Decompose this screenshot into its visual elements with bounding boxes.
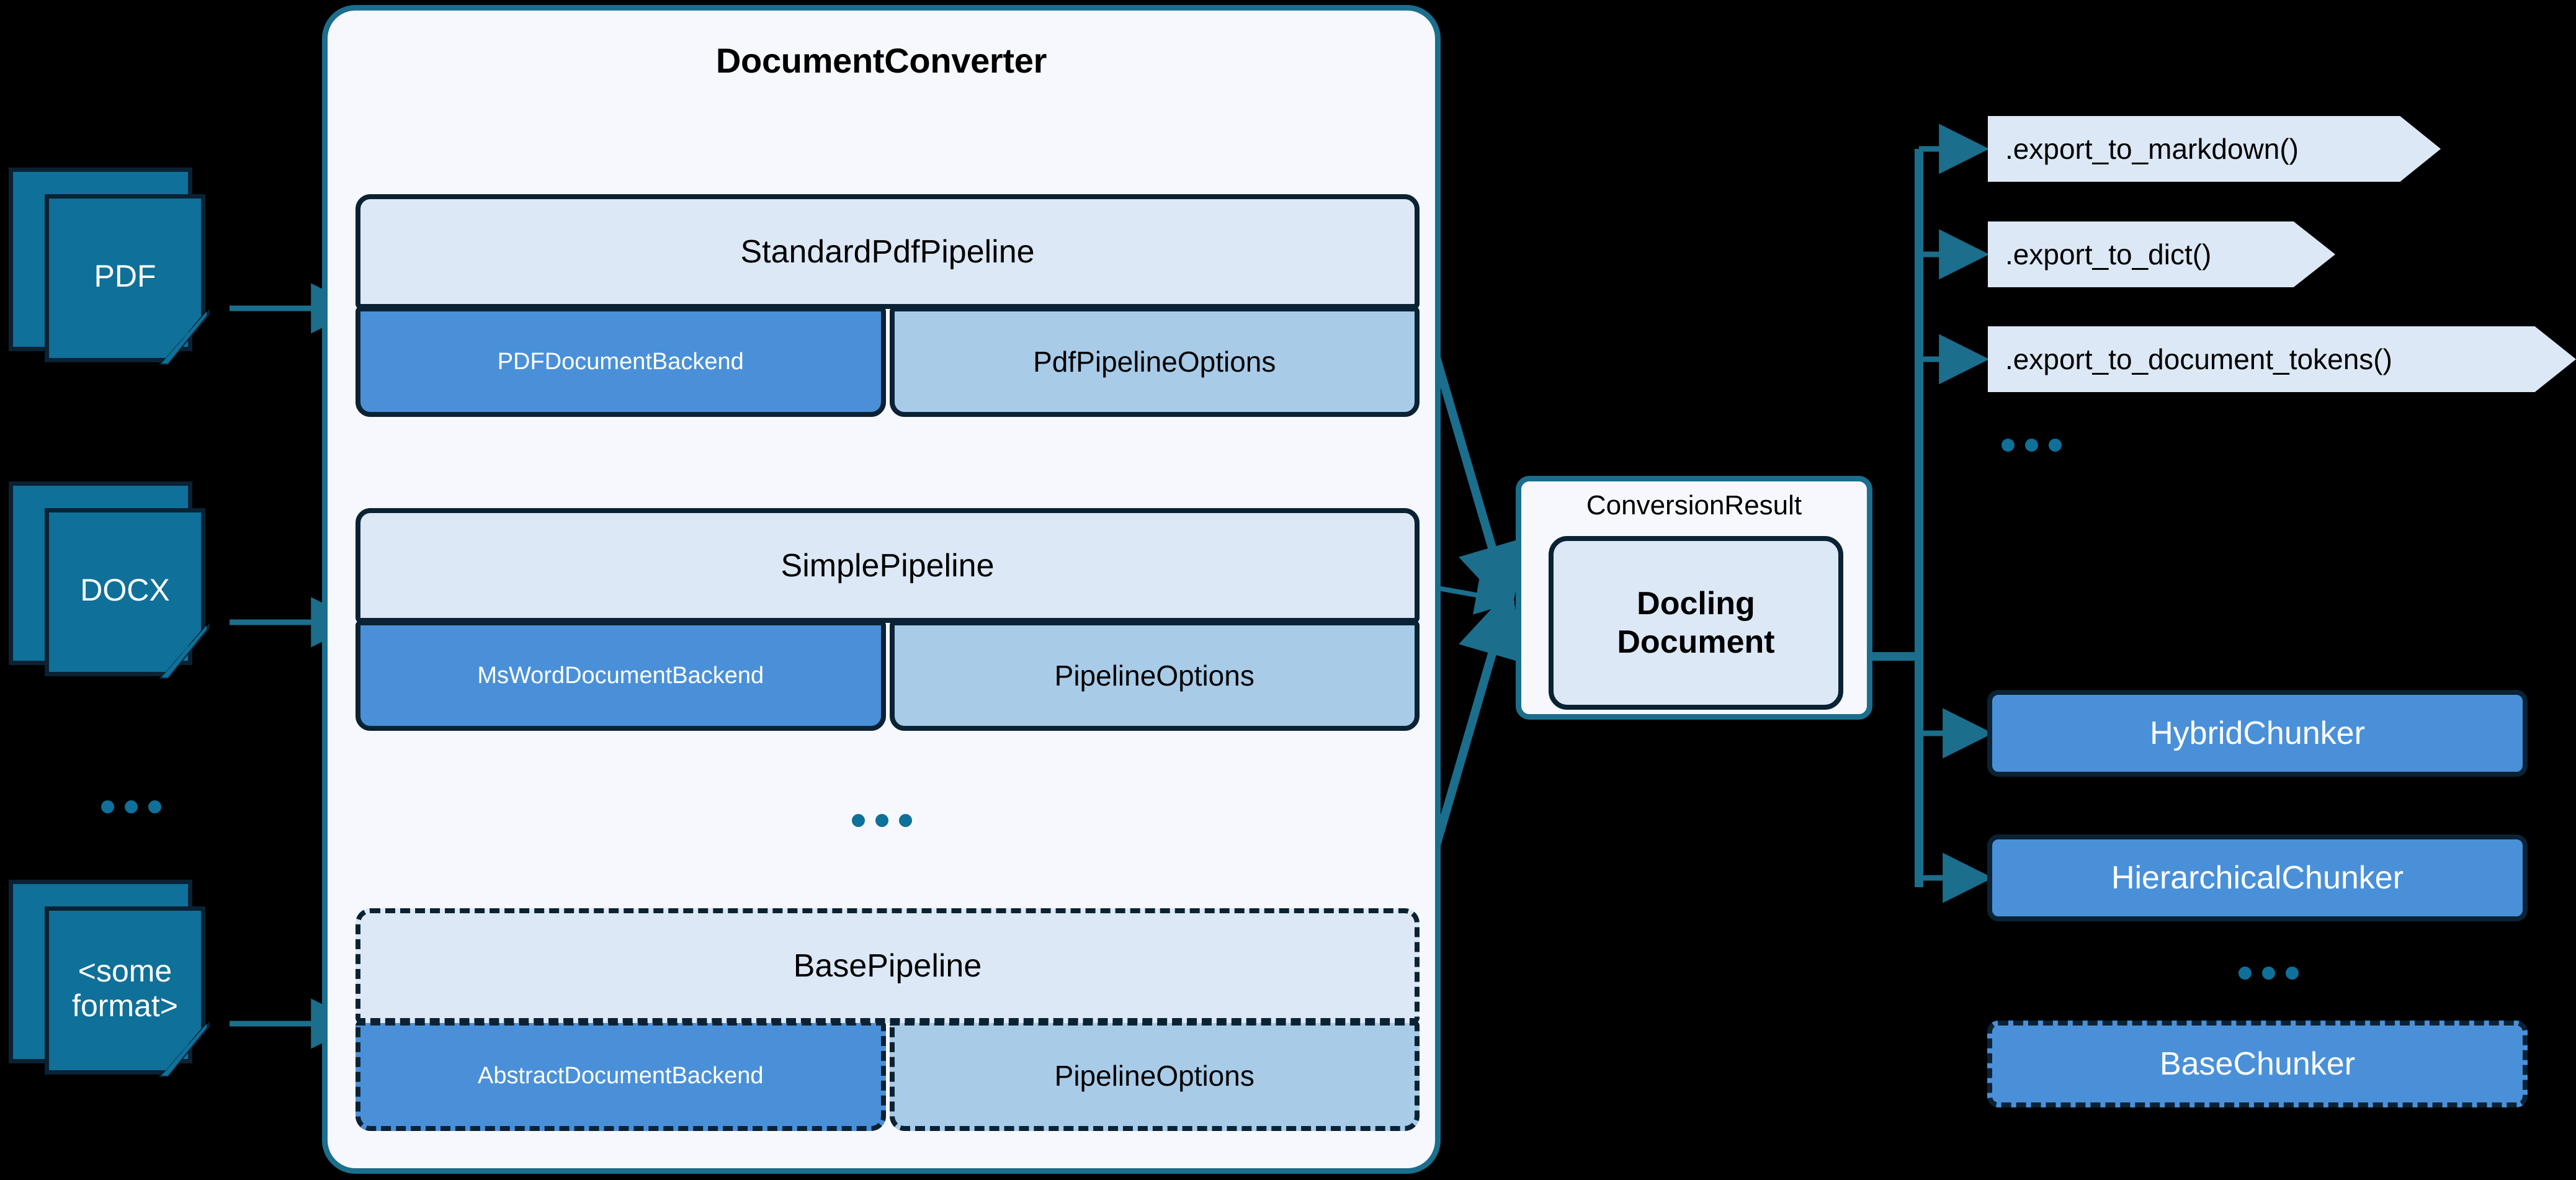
chunker-hierarchical[interactable]: HierarchicalChunker [1987, 834, 2528, 921]
document-converter-title: DocumentConverter [715, 41, 1047, 80]
dot-icon [2238, 967, 2252, 980]
document-converter-container: DocumentConverter StandardPdfPipeline PD… [322, 5, 1441, 1174]
pipeline-options-base[interactable]: PipelineOptions [889, 1021, 1420, 1131]
pipeline-name-simple: SimplePipeline [356, 508, 1420, 623]
dot-icon [125, 800, 138, 813]
export-ellipsis [2001, 439, 2062, 452]
conversion-result-container: ConversionResult Docling Document [1516, 476, 1872, 720]
chunker-label: BaseChunker [2159, 1046, 2356, 1082]
export-method-dict[interactable]: .export_to_dict() [1988, 221, 2335, 287]
document-sheet-front: <some format> [45, 906, 205, 1075]
input-label-line2: format> [72, 988, 178, 1023]
chunker-hybrid[interactable]: HybridChunker [1987, 690, 2528, 777]
document-sheet-front: DOCX [45, 508, 205, 676]
dot-icon [148, 800, 161, 813]
export-method-document-tokens[interactable]: .export_to_document_tokens() [1988, 326, 2576, 392]
dot-icon [2001, 439, 2015, 452]
chunker-ellipsis [2238, 967, 2299, 980]
pipeline-ellipsis [852, 814, 912, 827]
pipeline-backend-standard-pdf[interactable]: PDFDocumentBackend [356, 306, 886, 417]
pipeline-options-standard-pdf[interactable]: PdfPipelineOptions [889, 306, 1420, 417]
docling-document-line2: Document [1617, 624, 1775, 660]
pipeline-group-base[interactable]: BasePipeline AbstractDocumentBackend Pip… [356, 908, 1420, 1131]
chunker-base[interactable]: BaseChunker [1987, 1021, 2528, 1107]
dot-icon [2025, 439, 2038, 452]
chunker-label: HierarchicalChunker [2111, 860, 2404, 896]
pipeline-name-base: BasePipeline [356, 908, 1420, 1023]
pipeline-group-standard-pdf[interactable]: StandardPdfPipeline PDFDocumentBackend P… [356, 194, 1420, 417]
dot-icon [101, 800, 114, 813]
input-label-some-format: <some format> [49, 954, 201, 1028]
dot-icon [2262, 967, 2275, 980]
pipeline-backend-base[interactable]: AbstractDocumentBackend [356, 1021, 886, 1131]
document-sheet-front: PDF [45, 194, 205, 362]
docling-document-box[interactable]: Docling Document [1549, 536, 1843, 710]
pipeline-group-simple[interactable]: SimplePipeline MsWordDocumentBackend Pip… [356, 508, 1420, 731]
export-method-label: .export_to_document_tokens() [2005, 343, 2392, 375]
pipeline-backend-simple[interactable]: MsWordDocumentBackend [356, 620, 886, 731]
pipeline-options-simple[interactable]: PipelineOptions [889, 620, 1420, 731]
export-method-label: .export_to_dict() [2005, 238, 2212, 270]
chunker-label: HybridChunker [2150, 715, 2365, 751]
export-method-label: .export_to_markdown() [2005, 133, 2299, 165]
dot-icon [2286, 967, 2299, 980]
export-method-markdown[interactable]: .export_to_markdown() [1988, 116, 2441, 182]
input-label-line1: <some [78, 953, 172, 988]
pipeline-name-standard-pdf: StandardPdfPipeline [356, 194, 1420, 309]
docling-document-line1: Docling [1637, 585, 1755, 622]
dot-icon [852, 814, 865, 827]
input-label-pdf: PDF [94, 258, 156, 293]
dot-icon [2049, 439, 2062, 452]
input-ellipsis [101, 800, 161, 813]
input-label-docx: DOCX [80, 572, 170, 607]
dot-icon [875, 814, 888, 827]
conversion-result-label: ConversionResult [1586, 490, 1802, 521]
dot-icon [899, 814, 912, 827]
